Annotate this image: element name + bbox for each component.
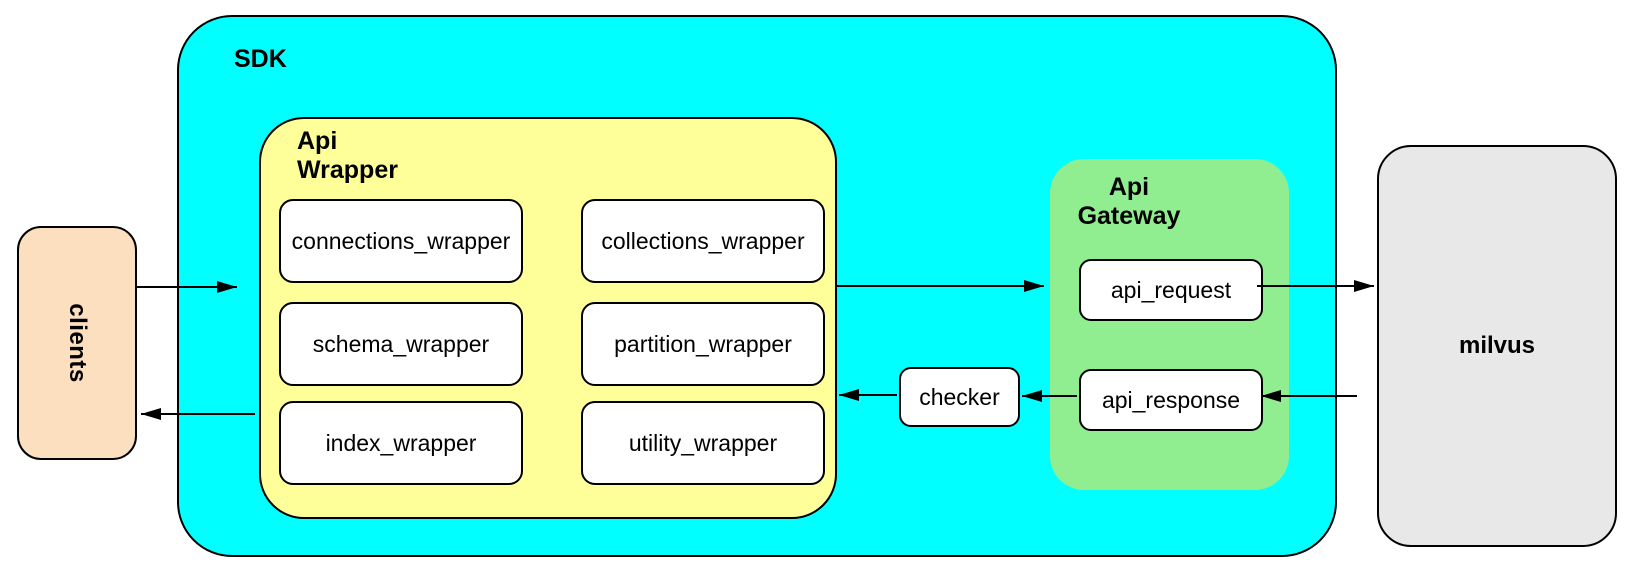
node-schema-wrapper: schema_wrapper <box>279 302 523 386</box>
node-index-wrapper: index_wrapper <box>279 401 523 485</box>
node-partition-wrapper: partition_wrapper <box>581 302 825 386</box>
node-schema-wrapper-label: schema_wrapper <box>312 330 490 357</box>
api-gateway-container: Api Gateway api_request api_response <box>1050 159 1289 490</box>
node-api-response: api_response <box>1079 369 1263 431</box>
api-wrapper-container: Api Wrapper connections_wrapper collecti… <box>259 117 837 519</box>
node-clients: clients <box>17 226 137 460</box>
node-connections-wrapper: connections_wrapper <box>279 199 523 283</box>
node-collections-wrapper-label: collections_wrapper <box>601 227 805 254</box>
node-checker-label: checker <box>919 383 1000 410</box>
sdk-label: SDK <box>234 45 287 73</box>
api-wrapper-label: Api Wrapper <box>297 127 398 184</box>
node-milvus: milvus <box>1377 145 1617 547</box>
node-checker: checker <box>899 367 1020 427</box>
node-api-request: api_request <box>1079 259 1263 321</box>
node-milvus-label: milvus <box>1458 332 1536 359</box>
node-utility-wrapper: utility_wrapper <box>581 401 825 485</box>
node-utility-wrapper-label: utility_wrapper <box>628 429 778 456</box>
node-partition-wrapper-label: partition_wrapper <box>614 330 792 357</box>
node-index-wrapper-label: index_wrapper <box>325 429 477 456</box>
node-api-request-label: api_request <box>1110 276 1232 303</box>
api-gateway-label: Api Gateway <box>1077 173 1181 230</box>
sdk-container: SDK Api Wrapper connections_wrapper coll… <box>177 15 1337 557</box>
node-api-response-label: api_response <box>1101 386 1241 413</box>
node-clients-label: clients <box>64 303 91 383</box>
node-connections-wrapper-label: connections_wrapper <box>291 227 511 254</box>
node-collections-wrapper: collections_wrapper <box>581 199 825 283</box>
